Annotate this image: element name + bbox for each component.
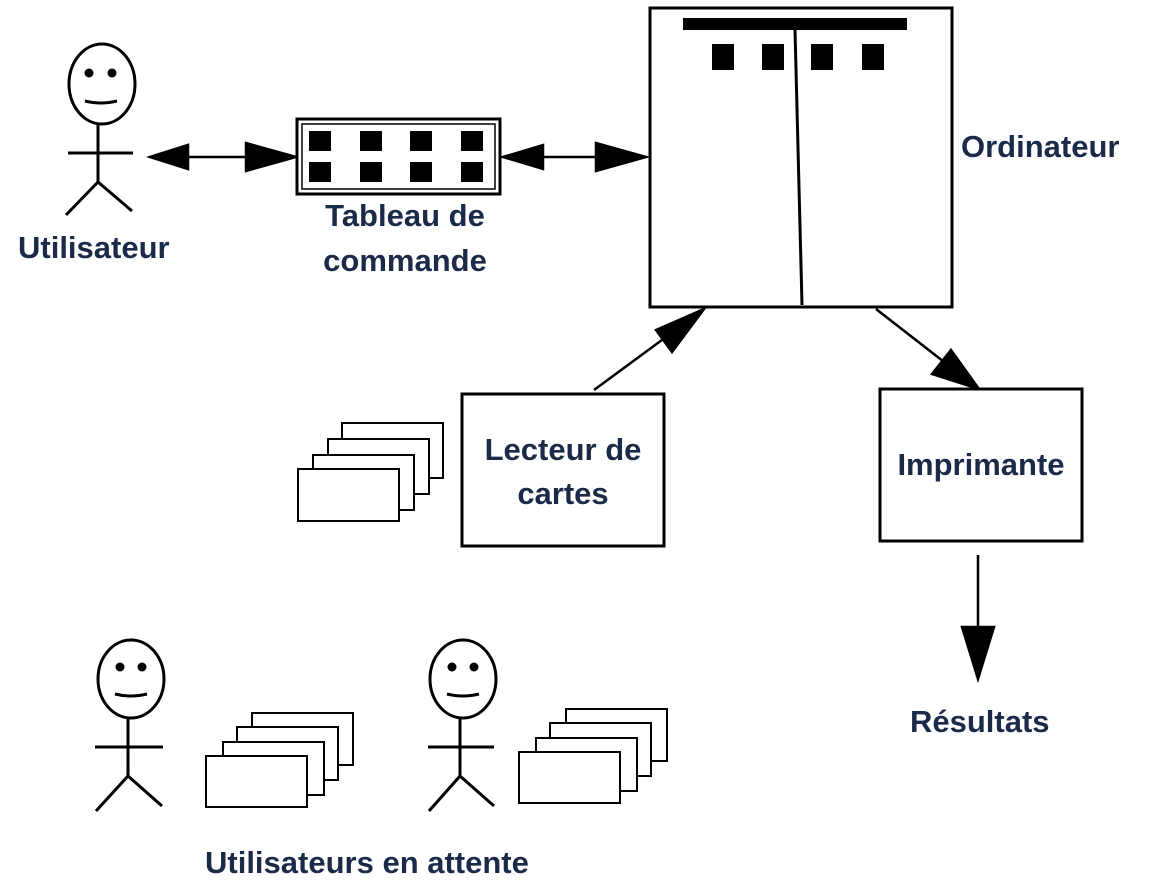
results-label: Résultats [910,704,1050,739]
computer-cabinet-icon [648,6,954,309]
computer-printer-arrow [875,308,983,392]
printer-box [878,387,1084,543]
computer-label: Ordinateur [961,129,1120,164]
printer-label: Imprimante [897,447,1065,482]
panel-computer-arrow [498,141,651,173]
punch-card-stack-icon [205,712,354,808]
card-reader-label-line2: cartes [517,476,609,511]
punch-card-stack-icon [297,422,444,522]
punch-card-stack-icon [518,708,668,804]
control-panel-icon [295,117,502,196]
reader-computer-arrow [593,305,708,392]
user-panel-arrow [145,141,301,173]
waiting-user-icon [94,638,166,813]
control-panel-label-line1: Tableau de [325,198,485,233]
printer-results-arrow [960,555,996,684]
waiting-users-label: Utilisateurs en attente [205,845,529,880]
card-reader-box [460,392,666,548]
user-icon [64,42,137,217]
waiting-user-icon [427,638,498,812]
control-panel-label-line2: commande [323,243,487,278]
user-label: Utilisateur [18,230,170,265]
card-reader-label-line1: Lecteur de [484,432,642,467]
